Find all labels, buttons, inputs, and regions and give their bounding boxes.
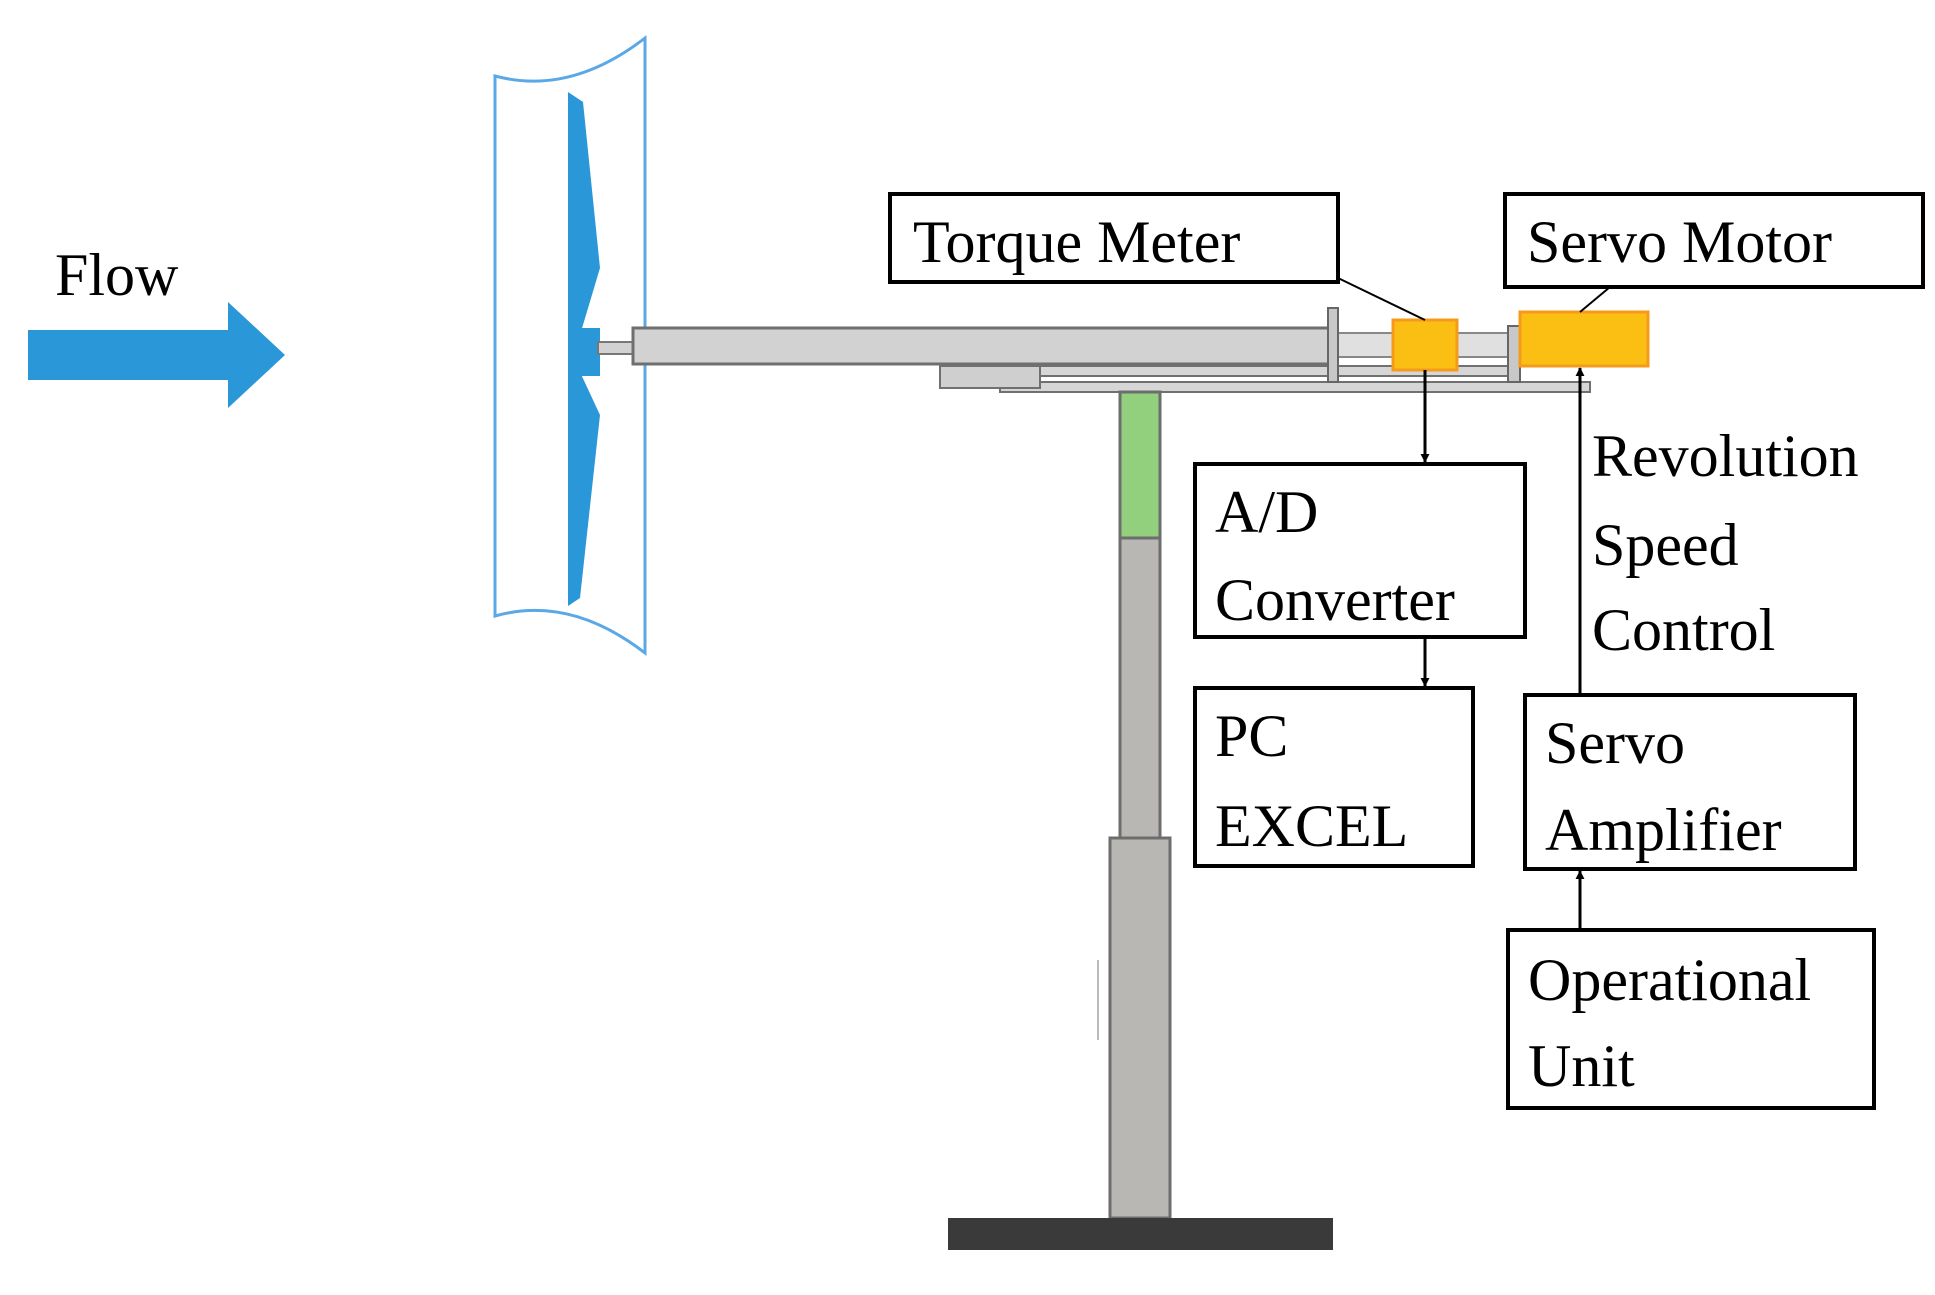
rotor-blade-lower <box>568 372 600 606</box>
torque-meter-device <box>1391 318 1459 372</box>
flow-label: Flow <box>55 242 179 308</box>
servo-motor-label: Servo Motor <box>1527 209 1832 275</box>
servo-motor-leader <box>1579 286 1611 313</box>
operational-unit-box <box>1506 928 1876 1110</box>
rotor-hub <box>568 328 600 376</box>
rotor-outline <box>493 34 647 657</box>
shaft <box>631 326 1335 366</box>
revolution-speed-control-line-1: Revolution <box>1592 423 1859 489</box>
stand-lower-column <box>1108 836 1172 1220</box>
operational-unit-label-line-1: Operational <box>1528 947 1811 1013</box>
shaft-connector <box>597 341 635 355</box>
stand-upper-column <box>1118 536 1162 840</box>
rotor-blade-upper <box>568 92 600 335</box>
frame-post-1 <box>1327 307 1339 383</box>
stand-base <box>948 1218 1333 1250</box>
torque-meter-leader <box>1337 277 1426 321</box>
pc-excel-box <box>1193 686 1475 868</box>
torque-meter-label: Torque Meter <box>913 209 1240 275</box>
pc-excel-label-line-1: PC <box>1215 703 1288 769</box>
ad-converter-box <box>1193 462 1527 639</box>
servo-amplifier-label-line-2: Amplifier <box>1545 797 1782 863</box>
revolution-speed-control-line-3: Control <box>1592 597 1775 663</box>
servo-amplifier-box <box>1523 693 1857 871</box>
ad-converter-label-line-1: A/D <box>1215 479 1318 545</box>
frame-post-2 <box>1507 325 1521 383</box>
torque-meter-box <box>888 192 1340 284</box>
frame-bracket <box>939 365 1041 389</box>
servo-motor-device <box>1518 310 1650 368</box>
pc-excel-label-line-2: EXCEL <box>1215 793 1408 859</box>
flow-arrow <box>28 302 285 408</box>
servo-motor-box <box>1503 192 1925 289</box>
frame-rail-lower <box>999 381 1591 393</box>
operational-unit-label-line-2: Unit <box>1528 1033 1635 1099</box>
servo-amplifier-label-line-1: Servo <box>1545 710 1685 776</box>
ad-converter-label-line-2: Converter <box>1215 567 1455 633</box>
revolution-speed-control-line-2: Speed <box>1592 512 1739 578</box>
stand-joint <box>1118 390 1162 540</box>
